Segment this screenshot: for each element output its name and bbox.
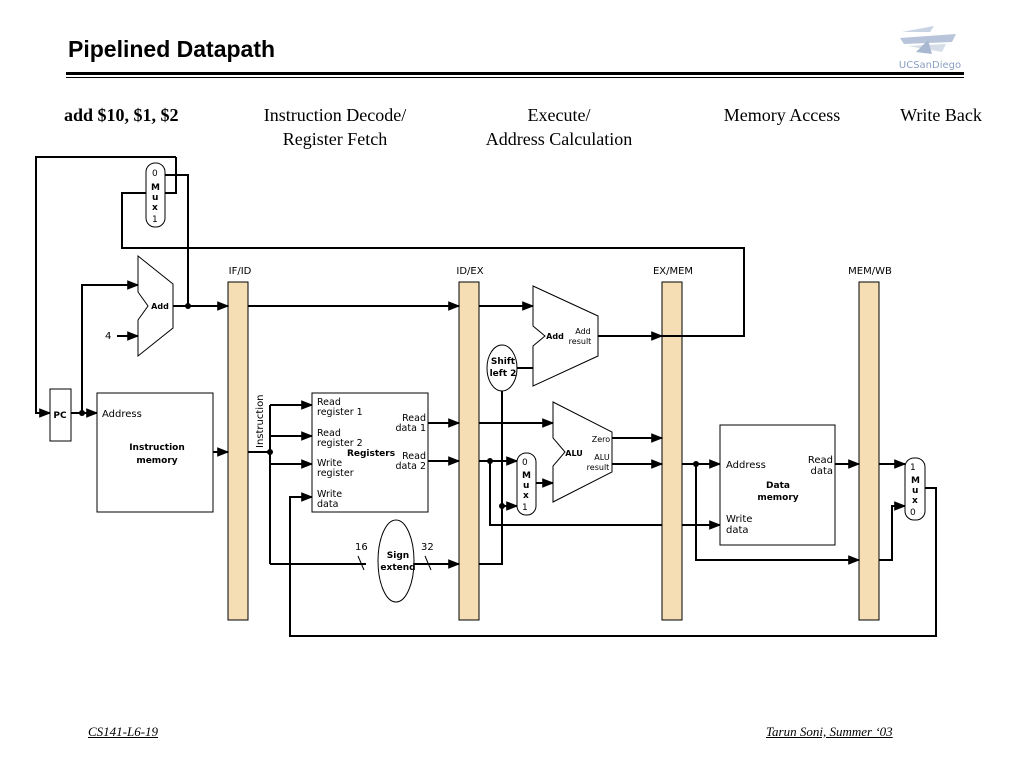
data-mem-read2: data — [810, 466, 833, 477]
pipeline-registers: IF/ID ID/EX EX/MEM MEM/WB — [227, 266, 892, 621]
wb-mux-in1: 1 — [910, 463, 916, 473]
alu-result1: ALU — [594, 453, 610, 462]
data-mem-address: Address — [726, 460, 766, 471]
sign-extend-in-width: 16 — [355, 542, 368, 553]
branch-add-label: Add — [546, 332, 564, 341]
stage-ex-line1: Execute/ — [527, 105, 591, 125]
alu-src-mux: 0 M u x 1 — [516, 452, 537, 516]
junction-dots — [79, 303, 699, 509]
top-mux: 0 M u x 1 — [145, 162, 166, 228]
reg-read-reg1-b: register 1 — [317, 407, 363, 418]
wb-mux-m: M — [911, 476, 920, 486]
alu-mux-x: x — [523, 491, 529, 501]
ucsd-logo: UCSanDiego — [894, 22, 966, 72]
shift-left-2: Shift left 2 — [486, 344, 518, 392]
pipe-reg-id-ex — [458, 281, 480, 621]
stage-mem-header: Memory Access — [702, 103, 862, 127]
stage-ex-line2: Address Calculation — [485, 129, 633, 149]
wb-mux-x: x — [912, 496, 918, 506]
stage-wb-header: Write Back — [886, 103, 996, 127]
reg-read-reg2-b: register 2 — [317, 438, 363, 449]
shift-line1: Shift — [491, 357, 516, 367]
const-four: 4 — [105, 331, 111, 342]
reg-read-data1-b: data 1 — [396, 423, 426, 434]
alu-mux-in1: 1 — [522, 503, 528, 513]
pc-register: PC — [49, 388, 72, 442]
alu-zero: Zero — [592, 435, 611, 444]
data-mem-name2: memory — [757, 493, 798, 503]
reg-write-data-b: data — [317, 499, 338, 510]
wb-mux-in0: 0 — [910, 508, 916, 518]
slide-title: Pipelined Datapath — [68, 36, 276, 62]
reg-read-reg1-a: Read — [317, 397, 341, 408]
data-mem-write1: Write — [726, 514, 752, 525]
instr-mem-name2: memory — [136, 456, 177, 466]
reg-read-reg2-a: Read — [317, 428, 341, 439]
instruction-memory: Address Instruction memory — [96, 392, 214, 513]
branch-add-result2: result — [569, 337, 592, 346]
pipe-reg-if-id — [227, 281, 249, 621]
title-rule — [66, 72, 964, 75]
pipe-reg-mem-wb — [858, 281, 880, 621]
instruction-bus-label: Instruction — [255, 394, 266, 448]
top-mux-u: u — [152, 193, 158, 203]
instr-mem-address: Address — [102, 409, 142, 420]
stage-wb-line1: Write Back — [900, 105, 982, 125]
add-pc-adder: Add — [137, 254, 174, 358]
instruction-label: add $10, $1, $2 — [64, 105, 179, 125]
wires — [35, 156, 937, 637]
reg-read-data2-b: data 2 — [396, 461, 426, 472]
alu-mux-u: u — [523, 481, 529, 491]
alu: ALU Zero ALU result — [552, 401, 613, 503]
pipe-label-ex-mem: EX/MEM — [653, 266, 693, 277]
data-mem-write2: data — [726, 525, 749, 536]
shift-line2: left 2 — [490, 369, 517, 379]
sign-extend-out-width: 32 — [421, 542, 434, 553]
register-file: Read register 1 Read register 2 Write re… — [311, 392, 429, 513]
title-rule-thin — [66, 77, 964, 78]
stage-id-header: Instruction Decode/ Register Fetch — [240, 103, 430, 151]
sign-extend-line2: extend — [380, 563, 415, 573]
alu-label: ALU — [565, 449, 583, 458]
top-mux-in0: 0 — [152, 169, 158, 179]
reg-read-data2-a: Read — [402, 451, 426, 462]
pc-label: PC — [53, 411, 67, 421]
alu-result2: result — [587, 463, 610, 472]
add-pc-label: Add — [151, 302, 169, 311]
stage-id-line2: Register Fetch — [282, 129, 388, 149]
top-mux-in1: 1 — [152, 215, 158, 225]
pipe-label-mem-wb: MEM/WB — [848, 266, 892, 277]
data-memory: Address Read data Write data Data memory — [719, 424, 836, 546]
branch-add-result1: Add — [575, 327, 591, 336]
reg-read-data1-a: Read — [402, 413, 426, 424]
branch-adder: Add Add result — [532, 285, 599, 387]
stage-ex-header: Execute/ Address Calculation — [469, 103, 649, 151]
top-mux-x: x — [152, 203, 158, 213]
logo-text: UCSanDiego — [899, 60, 961, 71]
data-mem-name1: Data — [766, 481, 790, 491]
reg-write-reg-b: register — [317, 468, 354, 479]
top-mux-m: M — [151, 183, 160, 193]
wb-mux: 1 M u x 0 — [904, 457, 926, 521]
alu-mux-in0: 0 — [522, 458, 528, 468]
bus-width-ticks — [357, 555, 432, 571]
sign-extend: Sign extend — [377, 519, 416, 603]
footer-author: Tarun Soni, Summer ‘03 — [766, 724, 893, 739]
data-mem-read1: Read — [808, 455, 833, 466]
footer-course-ref: CS141-L6-19 — [88, 724, 159, 739]
sign-extend-line1: Sign — [387, 551, 409, 561]
pipe-label-if-id: IF/ID — [229, 266, 252, 277]
alu-mux-m: M — [522, 471, 531, 481]
stage-mem-line1: Memory Access — [723, 105, 841, 125]
reg-write-data-a: Write — [317, 489, 342, 500]
instr-mem-name1: Instruction — [129, 443, 185, 453]
reg-write-reg-a: Write — [317, 458, 342, 469]
stage-id-line1: Instruction Decode/ — [263, 105, 407, 125]
wb-mux-u: u — [912, 486, 918, 496]
pipe-label-id-ex: ID/EX — [456, 266, 483, 277]
registers-name: Registers — [347, 449, 395, 459]
pipe-reg-ex-mem — [661, 281, 683, 621]
